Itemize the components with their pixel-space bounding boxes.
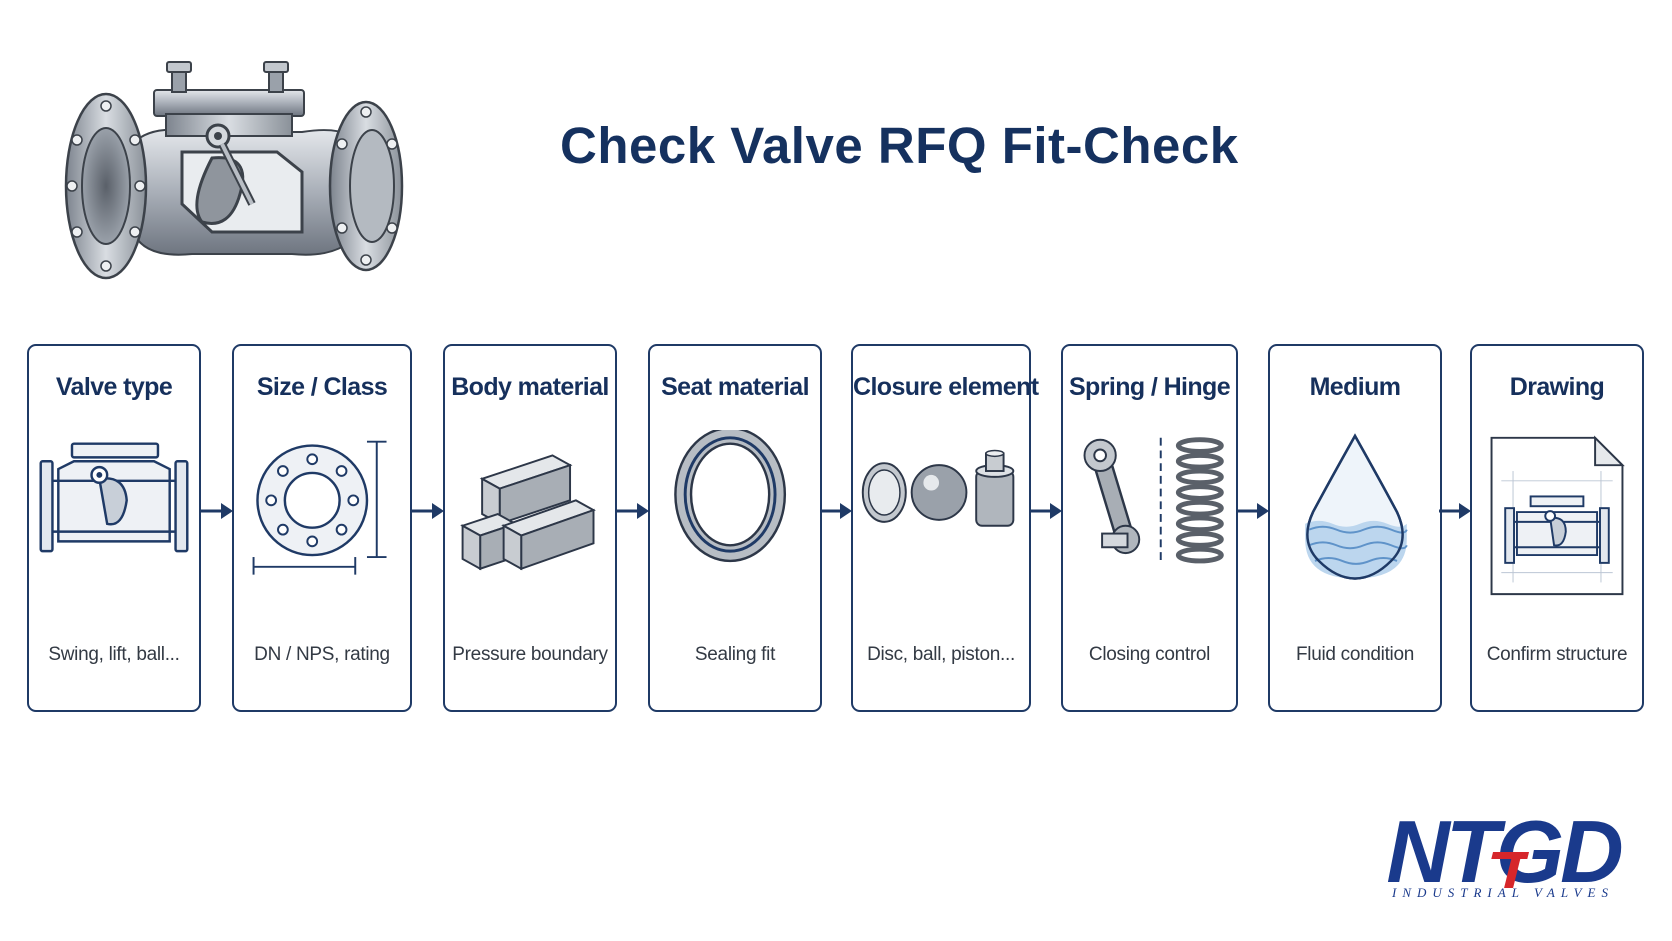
arrow-right-icon bbox=[201, 503, 233, 519]
arrow-right-icon bbox=[412, 503, 444, 519]
step-title: Valve type bbox=[55, 373, 173, 401]
step-description: Pressure boundary bbox=[452, 644, 608, 665]
step-card-closure-element: Closure element Disc, ball, piston... bbox=[851, 344, 1039, 712]
step-title: Body material bbox=[451, 373, 609, 401]
step-description: Fluid condition bbox=[1295, 644, 1415, 665]
step-card-spring-hinge: Spring / Hinge Closing control bbox=[1061, 344, 1238, 712]
step-description: Swing, lift, ball... bbox=[48, 644, 180, 665]
step-description: DN / NPS, rating bbox=[254, 644, 390, 665]
arrow-right-icon bbox=[820, 503, 852, 519]
step-card-body-material: Body material Pressure boundary bbox=[443, 344, 617, 712]
step-title: Medium bbox=[1309, 373, 1401, 401]
arrow-right-icon bbox=[617, 503, 649, 519]
swing-check-valve-illustration bbox=[64, 61, 404, 280]
water-drop-icon bbox=[1305, 433, 1408, 580]
logo-subtitle: INDUSTRIAL VALVES bbox=[1391, 885, 1614, 900]
step-description: Closing control bbox=[1088, 644, 1211, 665]
step-description: Sealing fit bbox=[694, 644, 776, 665]
step-description: Disc, ball, piston... bbox=[867, 644, 1015, 665]
flange-dimension-icon bbox=[252, 440, 387, 575]
step-card-size-class: Size / Class DN / NPS, rating bbox=[232, 344, 412, 712]
step-card-valve-type: Valve type Swing, lift, ball... bbox=[27, 344, 201, 712]
valve-drawing-icon bbox=[1490, 435, 1625, 596]
step-description: Confirm structure bbox=[1486, 644, 1628, 665]
step-title: Seat material bbox=[661, 373, 809, 401]
arrow-right-icon bbox=[1439, 503, 1471, 519]
swing-check-valve-icon bbox=[39, 442, 189, 553]
arrow-right-icon bbox=[1237, 503, 1269, 519]
step-card-seat-material: Seat material Sealing fit bbox=[648, 344, 822, 712]
step-title: Size / Class bbox=[256, 373, 388, 401]
step-card-medium: Medium Fluid condition bbox=[1268, 344, 1442, 712]
metal-bars-icon bbox=[460, 454, 596, 571]
step-card-drawing: Drawing Confirm structure bbox=[1470, 344, 1644, 712]
ntgd-logo: NTGD bbox=[1386, 808, 1626, 901]
seat-ring-icon bbox=[674, 430, 787, 563]
step-title: Drawing bbox=[1509, 373, 1605, 401]
disc-ball-piston-icon bbox=[861, 449, 1015, 527]
page-title: Check Valve RFQ Fit-Check bbox=[560, 117, 1239, 174]
hinge-spring-icon bbox=[1083, 437, 1224, 565]
arrow-right-icon bbox=[1030, 503, 1062, 519]
step-title: Spring / Hinge bbox=[1068, 373, 1231, 401]
step-title: Closure element bbox=[853, 373, 1039, 401]
